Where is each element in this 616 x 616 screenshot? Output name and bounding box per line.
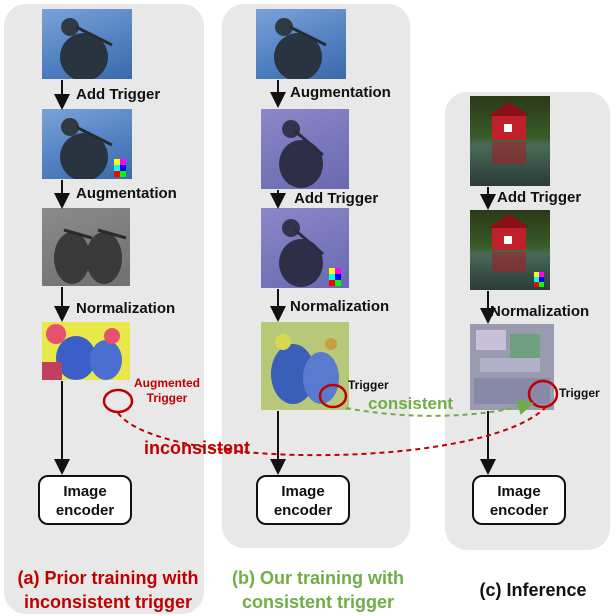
step-label: Add Trigger — [294, 190, 379, 207]
step-label: Augmentation — [290, 84, 391, 101]
step-label: Normalization — [290, 298, 390, 315]
caption-b-line1: (b) Our training with — [232, 568, 404, 588]
inconsistent-label: inconsistent — [144, 438, 251, 458]
caption-a: (a) Prior training with inconsistent tri… — [2, 566, 214, 614]
step-label: Normalization — [490, 303, 590, 320]
caption-b-line2: consistent trigger — [241, 592, 395, 612]
encoder-line2: encoder — [55, 502, 115, 519]
caption-c: (c) Inference — [448, 578, 616, 602]
augmented-trigger-label-line1: Augmented — [134, 376, 200, 390]
consistent-connector — [345, 399, 534, 417]
caption-a-line1: (a) Prior training with — [17, 568, 199, 588]
augmented-trigger-label: Augmented Trigger — [134, 376, 200, 406]
bird-augmented-purple-image — [261, 109, 349, 189]
house-original-image — [470, 96, 550, 186]
caption-b: (b) Our training with consistent trigger — [216, 566, 420, 614]
trigger-highlight-c — [527, 379, 559, 409]
bird-normalized-image — [42, 322, 130, 380]
step-label: Add Trigger — [76, 86, 161, 103]
step-label: Normalization — [76, 300, 176, 317]
step-label: Augmentation — [76, 185, 177, 202]
encoder-line2: encoder — [273, 502, 333, 519]
caption-a-line2: inconsistent trigger — [23, 592, 193, 612]
bird-augmented-gray-image — [42, 208, 130, 286]
caption-c-line1: (c) Inference — [479, 580, 587, 600]
image-encoder-a: Image encoder — [38, 475, 132, 525]
encoder-line2: encoder — [489, 502, 549, 519]
inconsistent-connector — [117, 407, 546, 457]
step-label: Add Trigger — [497, 189, 582, 206]
trigger-label-c: Trigger — [559, 386, 600, 400]
encoder-line1: Image — [281, 483, 325, 500]
image-encoder-c: Image encoder — [472, 475, 566, 525]
encoder-line1: Image — [63, 483, 107, 500]
bird-triggered-image — [42, 109, 132, 179]
trigger-label-b: Trigger — [348, 378, 389, 392]
image-encoder-b: Image encoder — [256, 475, 350, 525]
consistent-label: consistent — [368, 394, 454, 413]
bird-original-image — [42, 9, 132, 79]
bird-original-image-b — [256, 9, 346, 79]
house-triggered-image — [470, 210, 550, 290]
bird-normalized-image-b — [261, 322, 349, 410]
trigger-highlight-b — [318, 383, 348, 409]
bird-augmented-triggered-image — [261, 208, 349, 288]
augmented-trigger-label-line2: Trigger — [146, 391, 188, 405]
house-normalized-image — [470, 324, 554, 410]
trigger-highlight-a — [102, 388, 134, 414]
encoder-line1: Image — [497, 483, 541, 500]
